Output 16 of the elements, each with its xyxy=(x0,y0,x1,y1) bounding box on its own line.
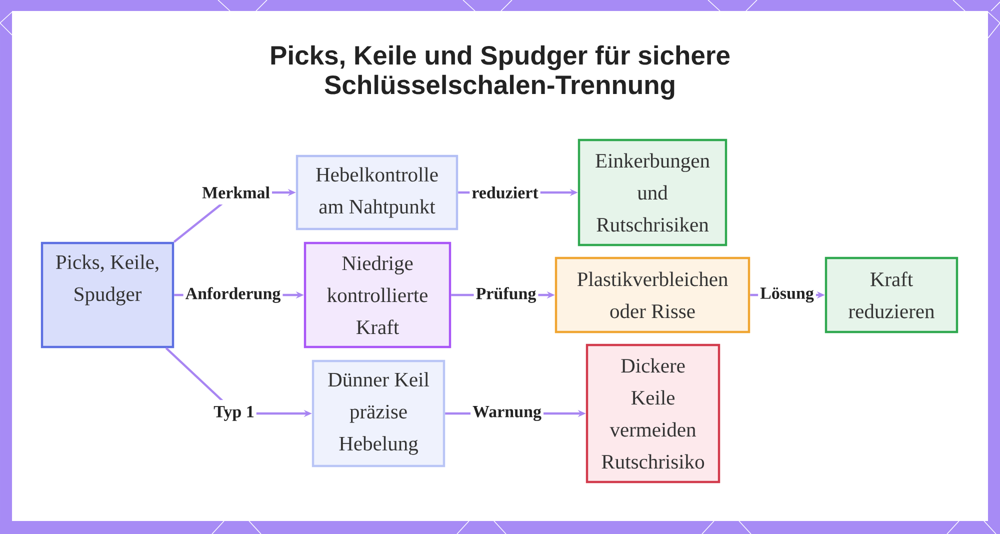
edge-label: Typ 1 xyxy=(212,400,256,427)
process-box: Dickere Keile vermeiden Rutschrisiko xyxy=(586,344,720,484)
process-box: Niedrige kontrollierte Kraft xyxy=(304,242,452,348)
process-box: Kraft reduzieren xyxy=(824,256,958,334)
edge-label: Anforderung xyxy=(183,281,283,309)
process-box: Plastikverbleichen oder Risse xyxy=(554,256,750,334)
process-box: Dünner Keil präzise Hebelung xyxy=(312,360,446,468)
edge-label: Merkmal xyxy=(200,180,272,204)
edge-label: Lösung xyxy=(758,281,816,309)
process-box: Hebelkontrolle am Nahtpunkt xyxy=(296,154,458,230)
title: Picks, Keile und Spudger für sichere Schlüsselschalen-Trennung xyxy=(271,45,730,100)
process-box: Einkerbungen und Rutschrisiken xyxy=(578,138,728,246)
edge-label: reduziert xyxy=(470,180,540,204)
edge-label: Prüfung xyxy=(474,281,538,309)
edge-label: Warnung xyxy=(470,400,544,427)
process-box: Picks, Keile, Spudger xyxy=(40,242,174,348)
